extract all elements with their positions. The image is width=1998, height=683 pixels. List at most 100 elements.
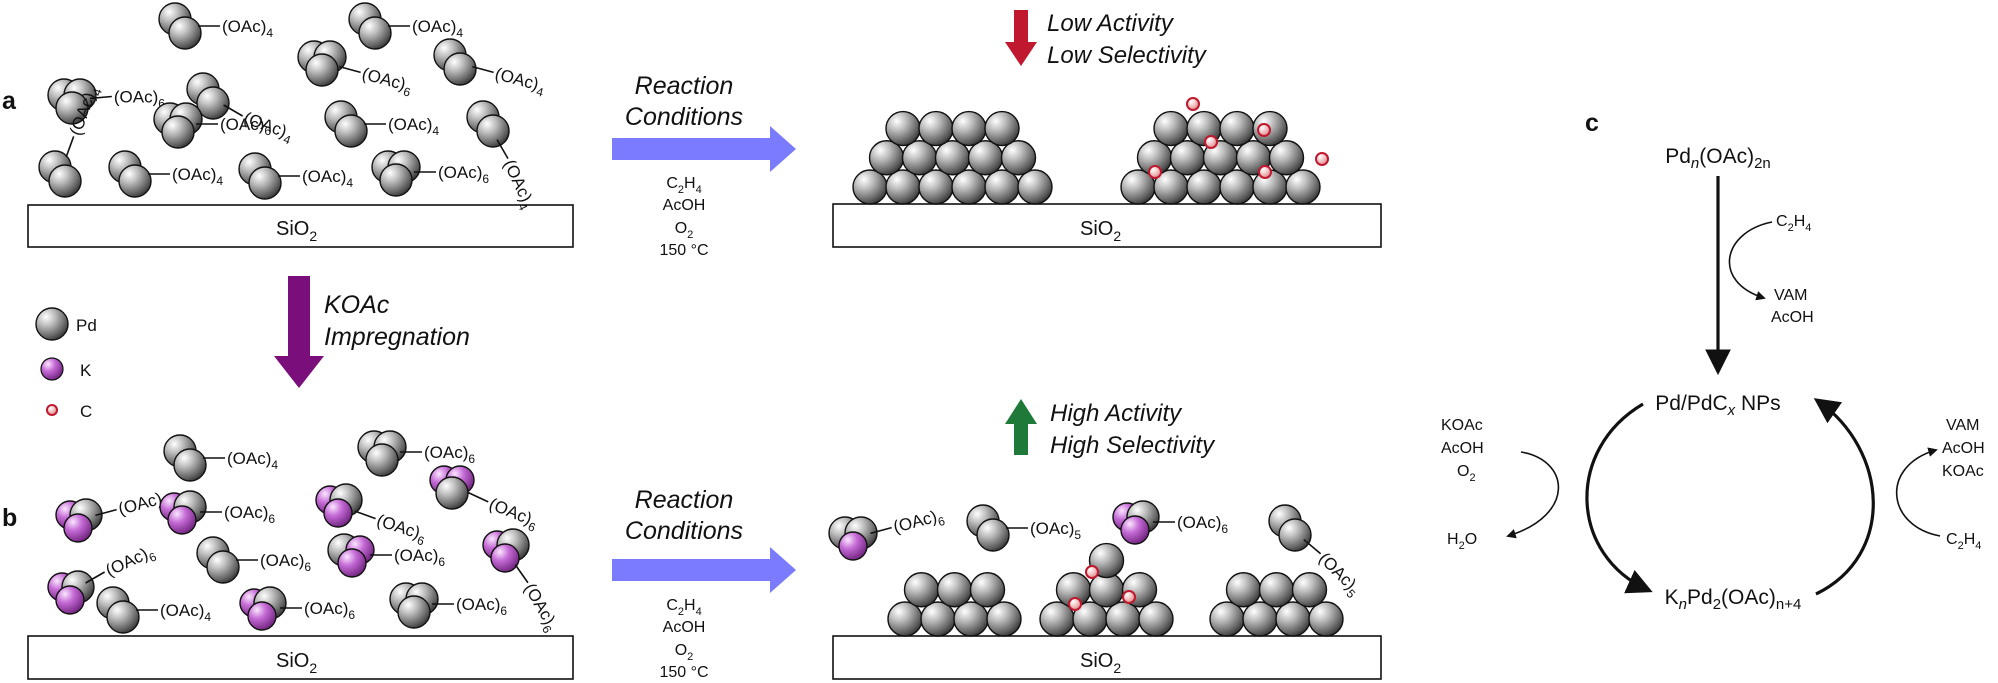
cycle-acoh-out: AcOH: [1771, 309, 1814, 326]
ligand-label: (OAc)4: [160, 601, 211, 624]
ligand-oac: (OAc): [260, 551, 304, 570]
support-b-right: SiO2: [832, 635, 1382, 680]
high-selectivity-label: High Selectivity: [1050, 432, 1216, 459]
ligand-count: 4: [204, 610, 211, 624]
ligand-oac: (OAc): [1030, 519, 1074, 538]
pd-atom: [984, 110, 1020, 147]
svg-text:SiO2: SiO2: [1080, 650, 1121, 676]
reaction-step-a: Reaction Conditions C2H4 AcOH O2 150 °C: [612, 72, 796, 259]
k-atom: [247, 601, 277, 631]
ligand-count: 4: [346, 176, 353, 190]
pd-atom: [953, 601, 989, 637]
ligand-label: (OAc)4: [302, 167, 353, 190]
ligand-oac: (OAc): [388, 115, 432, 134]
pd-atom: [1186, 169, 1222, 205]
ligand-bond: [65, 136, 75, 158]
k-atom: [838, 531, 868, 561]
k-atom: [167, 505, 197, 535]
cycle-side-arrow-left: [1506, 451, 1560, 539]
ligand-count: 6: [500, 604, 507, 618]
legend-k-sphere: [40, 357, 64, 381]
panel-label-b: b: [2, 504, 17, 532]
acetate-cluster: (OAc)6: [327, 533, 445, 578]
cycle-arc-right: [1813, 398, 1875, 596]
pd-atom: [868, 140, 905, 176]
ligand-bond: [870, 526, 892, 535]
pd-atom: [1258, 572, 1295, 608]
cond-b-c2h4: C2H4: [666, 597, 701, 618]
pd-atom: [1017, 169, 1053, 205]
pd-atom: [1169, 140, 1206, 176]
pd-atom: [435, 476, 469, 510]
k-atom: [490, 543, 520, 573]
ligand-bond: [467, 491, 489, 503]
pd-atom: [1278, 518, 1312, 552]
nanoparticle-small-left: [887, 572, 1022, 637]
ligand-count: 6: [268, 512, 275, 526]
cond-a-acoh: AcOH: [663, 197, 706, 214]
pd-atom: [951, 110, 987, 147]
k-atom: [55, 585, 85, 615]
pd-atom: [1225, 572, 1262, 608]
legend-c-sphere: [46, 404, 58, 416]
pd-atom: [1000, 140, 1037, 176]
ligand-oac: (OAc): [493, 64, 541, 94]
low-activity-label: Low Activity: [1047, 10, 1175, 37]
cycle-right-koac: KOAc: [1942, 463, 1984, 480]
ligand-oac: (OAc): [172, 165, 216, 184]
ligand-oac: (OAc): [891, 507, 939, 537]
ligand-count: 5: [1074, 528, 1081, 542]
support-b-left-sub: 2: [309, 660, 317, 676]
ligand-oac: (OAc): [220, 115, 264, 134]
legend-k-label: K: [80, 361, 92, 380]
cycle-right-c2h4: C2H4: [1946, 531, 1981, 552]
high-arrow-up: [1005, 399, 1037, 455]
ligand-count: 6: [402, 84, 412, 99]
cycle-left-o2: O2: [1457, 463, 1476, 484]
support-a-right: SiO2: [832, 203, 1382, 248]
cycle-side-arrow-right: [1895, 447, 1941, 537]
legend: Pd K C: [35, 307, 97, 421]
acetate-cluster: (OAc)6: [371, 150, 489, 197]
cycle-right-acoh: AcOH: [1942, 440, 1985, 457]
ligand-count: 4: [266, 26, 273, 40]
k-atom: [337, 548, 367, 578]
ligand-label: (OAc)6: [517, 580, 563, 636]
ligand-oac: (OAc): [438, 163, 482, 182]
nanoparticle-large-carbon: [1120, 97, 1329, 205]
pd-atom: [305, 53, 339, 87]
cycle-vam-out: VAM: [1774, 287, 1807, 304]
panel-label-c: c: [1585, 109, 1599, 137]
pd-atom: [1219, 169, 1255, 205]
ligand-count: 4: [216, 174, 223, 188]
ligand-bond: [89, 95, 112, 100]
cycle-nanoparticles: Pd/PdCx NPs: [1655, 392, 1780, 419]
ligand-bond: [223, 104, 244, 117]
acetate-cluster: (OAc)6: [357, 430, 475, 477]
ligand-count: 6: [304, 560, 311, 574]
ligand-label: (OAc)6: [373, 511, 429, 549]
ligand-oac: (OAc): [374, 511, 422, 543]
pd-atom: [248, 166, 282, 200]
cycle-precursor: Pdn(OAc)2n: [1665, 145, 1771, 172]
impregnation-label: Impregnation: [324, 323, 470, 351]
ligand-label: (OAc)6: [260, 551, 311, 574]
ligand-oac: (OAc): [456, 595, 500, 614]
ligand-label: (OAc)4: [222, 17, 273, 40]
reaction-a-line2: Conditions: [625, 103, 743, 131]
ligand-label: (OAc)6: [220, 115, 271, 138]
ligand-count: 6: [526, 519, 538, 535]
pd-atom: [1308, 601, 1344, 637]
ligand-oac: (OAc): [227, 449, 271, 468]
svg-text:SiO2: SiO2: [276, 650, 317, 676]
ligand-label: (OAc)4: [492, 64, 548, 100]
legend-pd-label: Pd: [76, 316, 97, 335]
cycle-left-h2o: H2O: [1447, 531, 1477, 552]
acetate-cluster: (OAc)4: [158, 2, 273, 50]
acetate-cluster: (OAc)6: [196, 536, 311, 584]
ligand-label: (OAc)6: [359, 64, 415, 100]
ligand-bond: [354, 510, 376, 520]
pd-atom: [984, 169, 1020, 205]
ligand-count: 6: [147, 549, 159, 565]
support-b-right-label: SiO: [1080, 650, 1113, 672]
